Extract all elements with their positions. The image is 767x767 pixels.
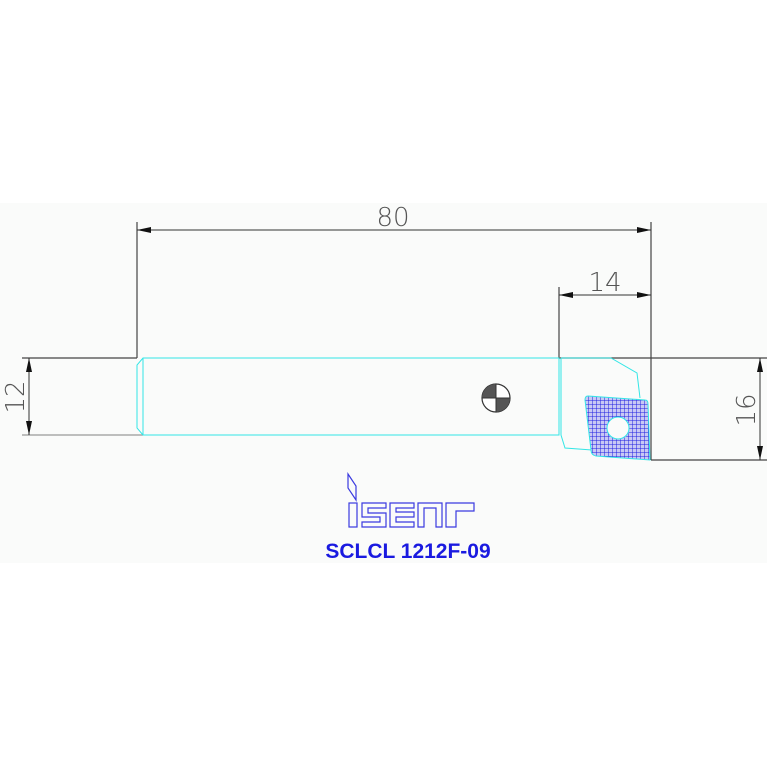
dim-text-12: 12 bbox=[1, 380, 31, 413]
dimension-lines bbox=[26, 227, 763, 460]
dim-text-16: 16 bbox=[732, 393, 762, 426]
extension-lines bbox=[22, 222, 767, 461]
insert-hole bbox=[606, 416, 630, 440]
dim-text-80: 80 bbox=[376, 203, 409, 233]
part-number: SCLCL 1212F-09 bbox=[325, 540, 490, 563]
center-of-gravity-icon bbox=[481, 383, 511, 413]
iscar-logo bbox=[347, 472, 475, 528]
drawing-band bbox=[0, 203, 767, 563]
dim-text-14: 14 bbox=[588, 268, 621, 298]
tool-body bbox=[136, 357, 641, 451]
